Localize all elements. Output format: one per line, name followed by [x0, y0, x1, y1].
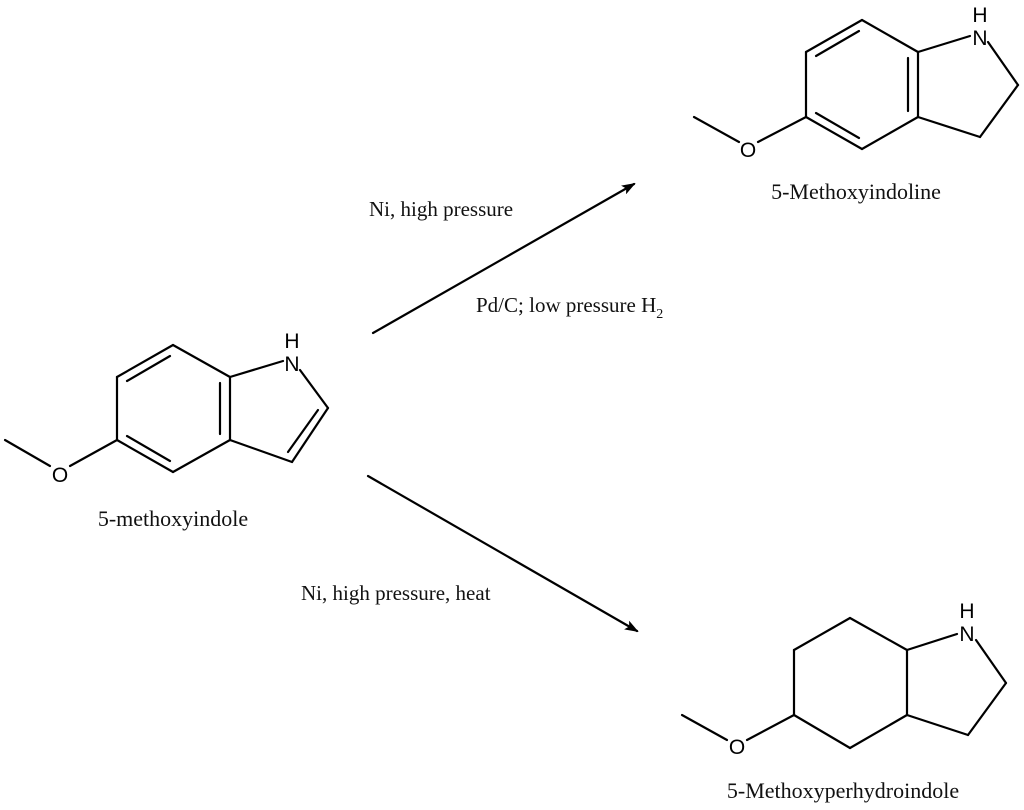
reaction-arrow-upper	[371, 182, 636, 335]
cyclohexane-ring	[792, 616, 909, 750]
methoxy-group	[692, 115, 808, 144]
pyrrolidine-ring	[905, 632, 1008, 737]
pyrrole-ring	[228, 359, 330, 464]
conditions-text: Pd/C; low pressure H	[476, 293, 656, 317]
product-5-methoxyperhydroindole: O N H 5-Methoxyperhydroindole	[680, 600, 1008, 803]
conditions-upper-above: Ni, high pressure	[369, 197, 513, 221]
reactant-name: 5-methoxyindole	[98, 506, 248, 531]
oxygen-atom: O	[52, 464, 68, 487]
oxygen-atom: O	[729, 736, 745, 759]
conditions-lower: Ni, high pressure, heat	[301, 581, 491, 605]
product-5-methoxyindoline: O N H 5-Methoxyindoline	[692, 4, 1020, 204]
product-name: 5-Methoxyindoline	[771, 179, 941, 204]
benzene-ring	[804, 18, 920, 151]
pyrrolidine-ring	[916, 34, 1020, 139]
reactant-5-methoxyindole: O N H 5-methoxyindole	[3, 330, 330, 531]
benzene-ring	[115, 343, 232, 474]
oxygen-atom: O	[740, 139, 756, 162]
conditions-upper-below: Pd/C; low pressure H2	[476, 293, 663, 322]
methoxy-group	[3, 438, 119, 468]
nitrogen-atom: N	[284, 353, 299, 376]
nitrogen-atom: N	[959, 623, 974, 646]
methoxy-group	[680, 713, 796, 742]
hydrogen-atom: H	[959, 600, 974, 623]
hydrogen-atom: H	[284, 330, 299, 353]
subscript: 2	[656, 307, 663, 322]
hydrogen-atom: H	[972, 4, 987, 27]
reaction-arrow-lower	[366, 474, 639, 633]
nitrogen-atom: N	[972, 27, 987, 50]
product-name: 5-Methoxyperhydroindole	[727, 778, 959, 803]
